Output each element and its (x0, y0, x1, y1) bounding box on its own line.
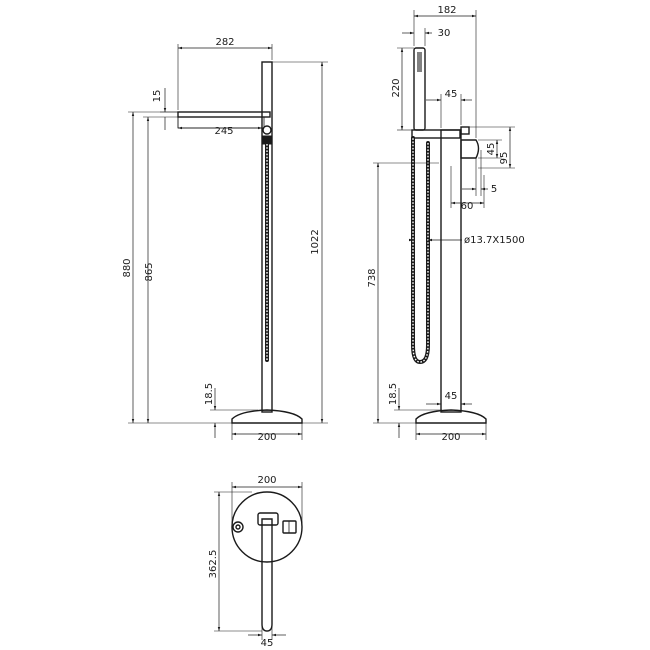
dim-label-base-width: 200 (257, 432, 276, 443)
dim-label-total-height: 1022 (310, 229, 321, 254)
dim-label-lever-width: 45 (486, 143, 497, 156)
dim-label-lever-gap: 5 (491, 184, 497, 195)
side-lever (460, 139, 480, 159)
dim-label-handset-length: 220 (391, 78, 402, 97)
front-view: 282 15 245 1022 880 865 18.5 200 (122, 37, 328, 443)
front-spout (177, 111, 271, 118)
dim-label-hose-spec: ø13.7X1500 (464, 235, 525, 246)
dim-label-overall-depth: 182 (437, 5, 456, 16)
dim-label-spout-underside: 865 (144, 262, 155, 281)
plan-handset-holder (232, 521, 244, 533)
dim-label-lever-height: 95 (499, 152, 510, 165)
front-column (261, 61, 273, 413)
front-handset-holder (262, 125, 272, 135)
dim-label-base-thickness: 18.5 (204, 383, 215, 405)
dim-label-handset-width: 30 (438, 28, 451, 39)
side-lever-knob (460, 126, 470, 135)
plan-spout (261, 518, 273, 632)
dim-label-plan-base-diameter: 200 (257, 475, 276, 486)
dim-label-holder-height: 738 (367, 268, 378, 287)
plan-lever (282, 520, 297, 534)
side-holder-bracket (411, 129, 461, 139)
dim-label-side-base-thickness: 18.5 (388, 383, 399, 405)
front-base-plate (231, 409, 303, 424)
dim-label-column-diameter: 45 (445, 89, 458, 100)
side-handset-spray-face (417, 52, 422, 72)
dim-label-lever-reach: 60 (461, 201, 474, 212)
dim-label-spout-thickness: 15 (152, 90, 163, 103)
dim-label-spout-height: 880 (122, 258, 133, 277)
dim-label-spout-projection: 362.5 (208, 550, 219, 579)
side-view: 182 30 220 45 45 95 5 (367, 5, 525, 443)
side-hose (411, 136, 430, 365)
dim-label-spout-length: 282 (215, 37, 234, 48)
side-base-plate (415, 409, 487, 424)
plan-view: 200 362.5 45 (208, 475, 303, 649)
dim-label-column-base: 45 (445, 391, 458, 402)
side-hose-pattern (412, 138, 429, 363)
dim-label-spout-reach: 245 (214, 126, 233, 137)
plan-handset-inner (235, 524, 241, 530)
plan-column-top (257, 512, 279, 526)
dim-label-side-base-width: 200 (441, 432, 460, 443)
dim-label-plan-spout-width: 45 (261, 638, 274, 649)
